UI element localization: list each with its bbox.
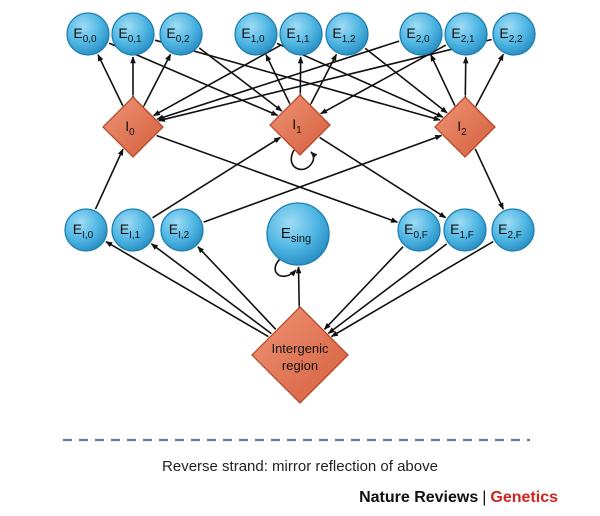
arrow-I0-E0F (156, 134, 399, 223)
arrow-E1F-IG (327, 243, 448, 335)
arrow-I0-E00 (97, 54, 128, 113)
credit-brand: Nature Reviews (359, 489, 479, 506)
node-E11: E1,1 (279, 12, 323, 56)
node-EI1: EI,1 (111, 208, 155, 252)
node-E0F: E0,F (397, 208, 441, 252)
arrow-IG-Esing (295, 266, 303, 313)
arrow-EI1-I1 (152, 136, 281, 219)
node-E01: E0,1 (111, 12, 155, 56)
arrow-EI2-I2 (203, 134, 443, 223)
node-E00: E0,0 (66, 12, 110, 56)
self-loop-Esing (274, 257, 297, 277)
node-label-I2: I2 (457, 118, 467, 138)
arrow-E11-I0 (152, 44, 282, 117)
arrow-E12-I2 (364, 47, 448, 114)
intergenic-label-line1: Intergenic (271, 341, 329, 356)
arrow-I2-E21 (462, 56, 469, 102)
node-I2: I2 (434, 96, 496, 158)
arrow-EI0-I0 (94, 148, 124, 210)
node-I1: I1 (269, 94, 331, 156)
arrow-E21-I1 (320, 44, 447, 115)
credit-section: Genetics (490, 489, 558, 506)
node-label-I1: I1 (292, 116, 302, 136)
arrow-E2F-IG (330, 240, 494, 338)
node-EI0: EI,0 (64, 208, 108, 252)
arrow-I0-E02 (138, 53, 172, 113)
arrow-E0F-IG (323, 246, 404, 330)
credit-separator: | (482, 489, 487, 506)
node-E1F: E1,F (443, 208, 487, 252)
transition-arrows (94, 38, 505, 338)
node-I0: I0 (102, 96, 164, 158)
arrow-IG-EI1 (150, 243, 272, 335)
arrow-I2-E22 (470, 53, 505, 113)
node-E2F: E2,F (491, 208, 535, 252)
arrow-I1-E1F (319, 136, 447, 219)
node-E21: E2,1 (444, 12, 488, 56)
arrow-E22-I0 (158, 38, 492, 122)
arrow-E02-I1 (198, 47, 283, 112)
arrow-E01-I2 (154, 39, 441, 121)
arrow-I2-E2F (474, 148, 505, 210)
journal-credit: Nature Reviews|Genetics (359, 489, 558, 507)
arrow-E20-I0 (156, 40, 400, 120)
node-E20: E2,0 (399, 12, 443, 56)
self-loop-I1 (290, 149, 318, 171)
arrow-IG-EI0 (105, 240, 269, 338)
node-IG: Intergenic region (251, 306, 349, 404)
node-E02: E0,2 (159, 12, 203, 56)
reverse-strand-caption: Reverse strand: mirror reflection of abo… (162, 458, 438, 475)
arrow-IG-EI2 (197, 246, 277, 330)
node-Esing: Esing (266, 202, 330, 266)
node-E22: E2,2 (492, 12, 536, 56)
arrow-I2-E20 (430, 54, 460, 113)
arrow-I1-E10 (265, 54, 295, 111)
node-E12: E1,2 (325, 12, 369, 56)
arrow-E10-I2 (276, 42, 444, 118)
node-E10: E1,0 (234, 12, 278, 56)
node-label-I0: I0 (125, 118, 135, 138)
node-EI2: EI,2 (160, 208, 204, 252)
intergenic-label-line2: region (282, 358, 318, 373)
